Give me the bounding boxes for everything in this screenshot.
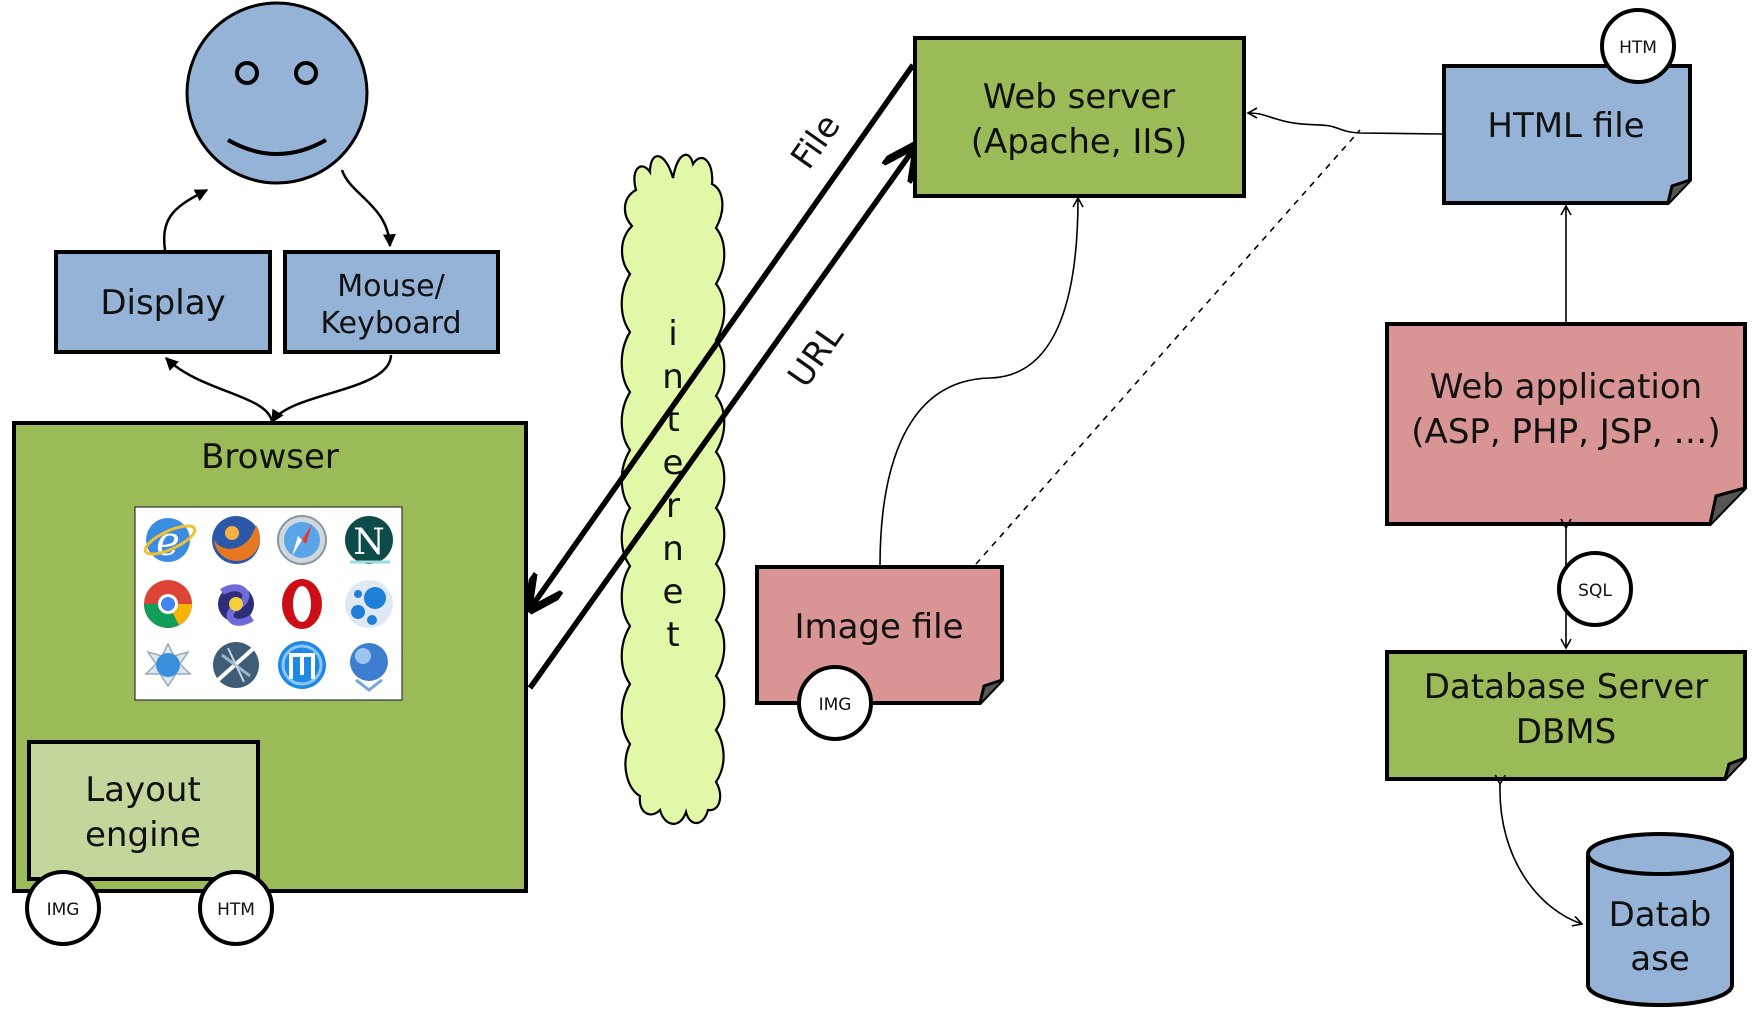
svg-text:e: e	[156, 519, 180, 565]
layout-htm-badge-label: HTM	[217, 900, 255, 920]
dbserver-database-arrow	[1494, 774, 1584, 927]
database-server-box: Database Server DBMS	[1385, 650, 1747, 781]
netscape-icon: N	[345, 516, 393, 564]
image-to-webserver-arrow	[879, 196, 1084, 567]
image-file-img-badge: IMG	[797, 665, 873, 741]
display-label: Display	[100, 283, 225, 323]
user-smiley-icon	[185, 1, 369, 185]
sql-badge-label: SQL	[1578, 581, 1612, 601]
layout-img-badge: IMG	[25, 870, 101, 946]
layout-engine-line2: engine	[85, 815, 201, 855]
internet-explorer-icon: e	[143, 518, 197, 565]
html-file-box: HTML file	[1442, 64, 1692, 205]
layout-engine-line1: Layout	[85, 770, 201, 810]
database-line1: Datab	[1609, 895, 1712, 935]
image-to-html-dashed-link	[975, 129, 1361, 565]
mouse-keyboard-box: Mouse/ Keyboard	[283, 250, 500, 354]
display-box: Display	[54, 250, 272, 354]
keyboard-to-browser-arrow	[270, 354, 393, 424]
internet-label: i n t e r n e t	[662, 314, 684, 655]
internet-letter-n: n	[662, 357, 684, 397]
epiphany-icon	[350, 643, 388, 692]
layout-img-badge-label: IMG	[47, 900, 80, 920]
internet-letter-n2: n	[662, 529, 684, 569]
file-arrow	[532, 63, 916, 606]
html-file-label: HTML file	[1487, 106, 1644, 146]
camino-icon	[213, 642, 259, 688]
konqueror-icon	[144, 642, 192, 688]
safari-icon	[277, 515, 327, 565]
keyboard-label: Keyboard	[320, 306, 461, 341]
firefox-icon	[212, 516, 260, 564]
web-server-box: Web server (Apache, IIS)	[913, 36, 1246, 198]
mouse-label: Mouse/	[337, 269, 445, 304]
database-server-line1: Database Server	[1424, 667, 1709, 707]
internet-letter-e: e	[663, 443, 684, 483]
database-server-line2: DBMS	[1516, 712, 1616, 752]
web-application-line1: Web application	[1430, 367, 1702, 407]
browser-title: Browser	[201, 437, 339, 477]
html-to-webserver-arrow	[1246, 107, 1443, 135]
user-to-keyboard-arrow	[340, 169, 396, 248]
opera-icon	[282, 579, 322, 629]
web-server-line2: (Apache, IIS)	[971, 122, 1188, 162]
web-application-line2: (ASP, PHP, JSP, …)	[1411, 412, 1720, 452]
database-cylinder-icon: Datab ase	[1586, 832, 1734, 1007]
web-application-box: Web application (ASP, PHP, JSP, …)	[1385, 322, 1747, 526]
browser-icons-panel: e N	[134, 506, 403, 701]
browser-to-display-arrow	[165, 357, 274, 423]
url-arrow-label: URL	[780, 317, 851, 395]
layout-engine-box: Layout engine	[27, 740, 260, 881]
flock-icon	[345, 580, 393, 628]
html-file-htm-badge-label: HTM	[1619, 38, 1657, 58]
internet-letter-t2: t	[666, 615, 679, 655]
display-to-user-arrow	[162, 188, 209, 251]
image-file-box: Image file	[755, 565, 1004, 705]
maxthon-icon	[278, 641, 326, 689]
image-file-label: Image file	[794, 607, 963, 647]
url-arrow	[527, 150, 913, 690]
sql-badge: SQL	[1557, 551, 1633, 627]
html-file-htm-badge: HTM	[1600, 8, 1676, 84]
chrome-icon	[143, 580, 192, 628]
svg-text:N: N	[353, 522, 385, 563]
seamonkey-icon	[218, 584, 254, 626]
image-file-img-badge-label: IMG	[819, 695, 852, 715]
internet-letter-e2: e	[663, 572, 684, 612]
web-server-line1: Web server	[983, 77, 1176, 117]
layout-htm-badge: HTM	[198, 870, 274, 946]
internet-letter-i: i	[668, 314, 677, 354]
database-line2: ase	[1630, 939, 1689, 979]
